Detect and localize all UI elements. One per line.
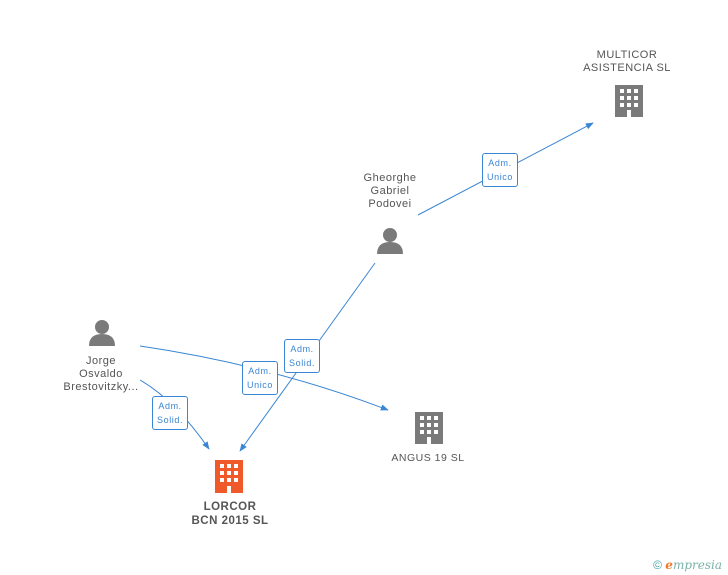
node-line: Gheorghe xyxy=(363,172,417,184)
node-angus-label[interactable]: ANGUS 19 SL xyxy=(376,452,480,465)
brand-initial: e xyxy=(665,558,673,572)
edge-label-line: Unico xyxy=(487,172,514,182)
person-icon xyxy=(89,320,115,346)
brand-name: mpresia xyxy=(672,558,722,572)
node-jorge-label[interactable]: Jorge Osvaldo Brestovitzky... xyxy=(45,355,157,394)
node-line: Gabriel xyxy=(370,185,410,197)
node-line: Jorge xyxy=(85,355,117,367)
edge-label-line: Solid. xyxy=(157,415,184,425)
edge-label-line: Adm. xyxy=(158,401,182,411)
node-line: Osvaldo xyxy=(79,368,123,380)
edge-label-line: Adm. xyxy=(290,344,314,354)
building-icon xyxy=(215,460,243,493)
node-line: Brestovitzky... xyxy=(63,381,139,393)
node-line: BCN 2015 SL xyxy=(191,515,269,527)
building-icon xyxy=(415,412,443,444)
node-line: ANGUS 19 SL xyxy=(391,452,465,464)
empresia-logo: © empresia xyxy=(653,558,722,572)
person-icon xyxy=(377,228,403,254)
edge-label-line: Solid. xyxy=(289,358,316,368)
building-icon xyxy=(615,85,643,117)
node-line: Podovei xyxy=(368,198,412,210)
edge-label-jorge-lorcor[interactable]: Adm. Solid. xyxy=(152,396,189,430)
node-lorcor-label[interactable]: LORCOR BCN 2015 SL xyxy=(170,500,290,528)
edge-label-line: Adm. xyxy=(488,158,512,168)
node-line: LORCOR xyxy=(203,501,257,513)
node-line: MULTICOR xyxy=(596,49,658,61)
edge-label-jorge-angus[interactable]: Adm. Unico xyxy=(242,361,279,395)
edge-label-line: Adm. xyxy=(248,366,272,376)
node-gheorghe-label[interactable]: Gheorghe Gabriel Podovei xyxy=(340,172,440,211)
copyright-symbol: © xyxy=(653,558,662,572)
edge-label-gheorghe-lorcor[interactable]: Adm. Solid. xyxy=(284,339,321,373)
edge-label-line: Unico xyxy=(247,380,274,390)
node-multicor-label[interactable]: MULTICOR ASISTENCIA SL xyxy=(572,49,682,75)
edge-label-gheorghe-multicor[interactable]: Adm. Unico xyxy=(482,153,519,187)
node-line: ASISTENCIA SL xyxy=(583,62,671,74)
